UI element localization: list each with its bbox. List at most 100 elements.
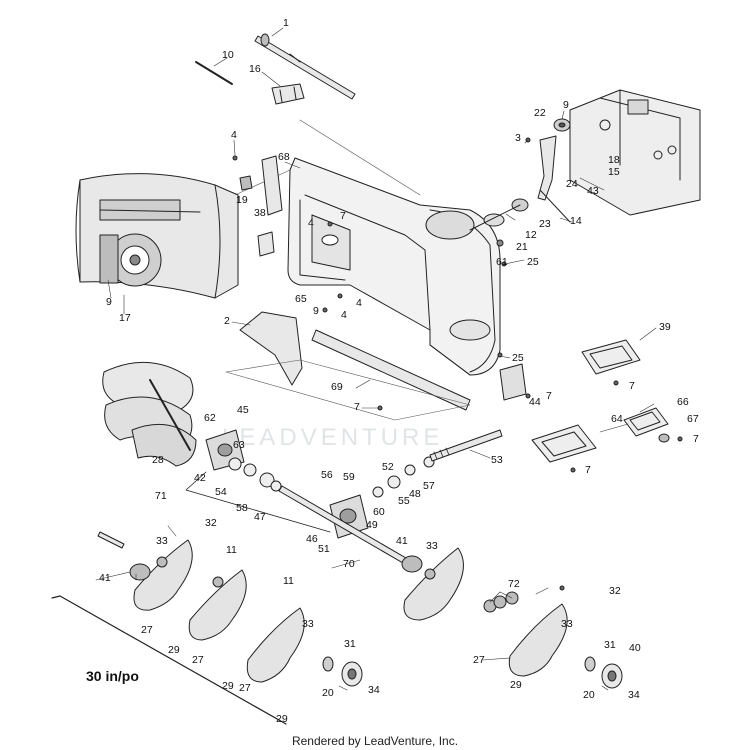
kit-bracket-71 <box>185 471 331 533</box>
size-bracket <box>51 595 287 725</box>
drive-shaft-part <box>254 33 356 100</box>
callout-64: 64 <box>611 413 623 425</box>
watermark-text: LEADVENTURE <box>222 424 444 451</box>
callout-25: 25 <box>512 352 524 364</box>
scraper-bar-part <box>225 329 471 421</box>
callout-3: 3 <box>515 132 521 144</box>
callout-9: 9 <box>313 305 319 317</box>
callout-29: 29 <box>168 644 180 656</box>
size-label: 30 in/po <box>86 668 139 684</box>
callout-48: 48 <box>409 488 421 500</box>
callout-23: 23 <box>539 218 551 230</box>
worm-thread <box>433 447 450 460</box>
callout-31: 31 <box>344 638 356 650</box>
auger-hub-parts <box>129 555 519 613</box>
callout-41: 41 <box>99 572 111 584</box>
bearing-hub-part <box>469 198 529 247</box>
callout-43: 43 <box>587 185 599 197</box>
callout-59: 59 <box>343 471 355 483</box>
callout-49: 49 <box>366 519 378 531</box>
chute-guard-part <box>239 311 303 386</box>
callout-34: 34 <box>628 689 640 701</box>
callout-69: 69 <box>331 381 343 393</box>
callout-22: 22 <box>534 107 546 119</box>
callout-34: 34 <box>368 684 380 696</box>
callout-55: 55 <box>398 495 410 507</box>
callout-7: 7 <box>546 390 552 402</box>
callout-44: 44 <box>529 396 541 408</box>
side-plate-part <box>257 231 275 257</box>
auger-spiral-part <box>102 361 197 467</box>
callout-20: 20 <box>322 687 334 699</box>
callout-29: 29 <box>510 679 522 691</box>
callout-1: 1 <box>283 17 289 29</box>
callout-27: 27 <box>192 654 204 666</box>
callout-33: 33 <box>156 535 168 547</box>
callout-9: 9 <box>106 296 112 308</box>
callout-45: 45 <box>237 404 249 416</box>
callout-10: 10 <box>222 49 234 61</box>
callout-7: 7 <box>693 433 699 445</box>
callout-38: 38 <box>254 207 266 219</box>
callout-27: 27 <box>473 654 485 666</box>
callout-4: 4 <box>308 217 314 229</box>
callout-72: 72 <box>508 578 520 590</box>
callout-17: 17 <box>119 312 131 324</box>
callout-33: 33 <box>426 540 438 552</box>
callout-7: 7 <box>585 464 591 476</box>
callout-53: 53 <box>491 454 503 466</box>
callout-61: 61 <box>496 256 508 268</box>
callout-18: 18 <box>608 154 620 166</box>
callout-7: 7 <box>340 210 346 222</box>
callout-39: 39 <box>659 321 671 333</box>
chute-bracket-part <box>239 155 283 216</box>
callout-29: 29 <box>276 713 288 725</box>
pin-part <box>195 61 233 85</box>
callout-16: 16 <box>249 63 261 75</box>
callout-11: 11 <box>226 544 237 556</box>
gearbox-part <box>329 494 369 539</box>
callout-7: 7 <box>629 380 635 392</box>
callout-63: 63 <box>233 439 245 451</box>
callout-33: 33 <box>561 618 573 630</box>
skid-shoe-parts <box>499 339 670 463</box>
callout-40: 40 <box>629 642 641 654</box>
callout-41: 41 <box>396 535 408 547</box>
callout-29: 29 <box>222 680 234 692</box>
callout-70: 70 <box>343 558 355 570</box>
callout-46: 46 <box>306 533 318 545</box>
callout-14: 14 <box>570 215 582 227</box>
callout-19: 19 <box>236 194 248 206</box>
callout-65: 65 <box>295 293 307 305</box>
callout-51: 51 <box>318 543 330 555</box>
leader-lines <box>95 27 657 691</box>
callout-31: 31 <box>604 639 616 651</box>
auger-housing-part <box>287 157 501 376</box>
callout-58: 58 <box>236 502 248 514</box>
assembled-housing-inset <box>75 173 239 299</box>
callout-27: 27 <box>141 624 153 636</box>
end-bearing-parts <box>322 656 623 689</box>
callout-12: 12 <box>525 229 537 241</box>
callout-9: 9 <box>563 99 569 111</box>
callout-32: 32 <box>609 585 621 597</box>
callout-4: 4 <box>356 297 362 309</box>
callout-2: 2 <box>224 315 230 327</box>
callout-25: 25 <box>527 256 539 268</box>
callout-27: 27 <box>239 682 251 694</box>
callout-57: 57 <box>423 480 435 492</box>
bolts-group <box>232 137 683 591</box>
callout-28: 28 <box>152 454 164 466</box>
callout-21: 21 <box>516 241 528 253</box>
callout-52: 52 <box>382 461 394 473</box>
callout-62: 62 <box>204 412 216 424</box>
callout-42: 42 <box>194 472 206 484</box>
spring-rod-part <box>539 189 571 223</box>
callout-71: 71 <box>155 490 167 502</box>
callout-54: 54 <box>215 486 227 498</box>
callout-66: 66 <box>677 396 689 408</box>
bracket-part <box>271 83 305 105</box>
callout-67: 67 <box>687 413 699 425</box>
